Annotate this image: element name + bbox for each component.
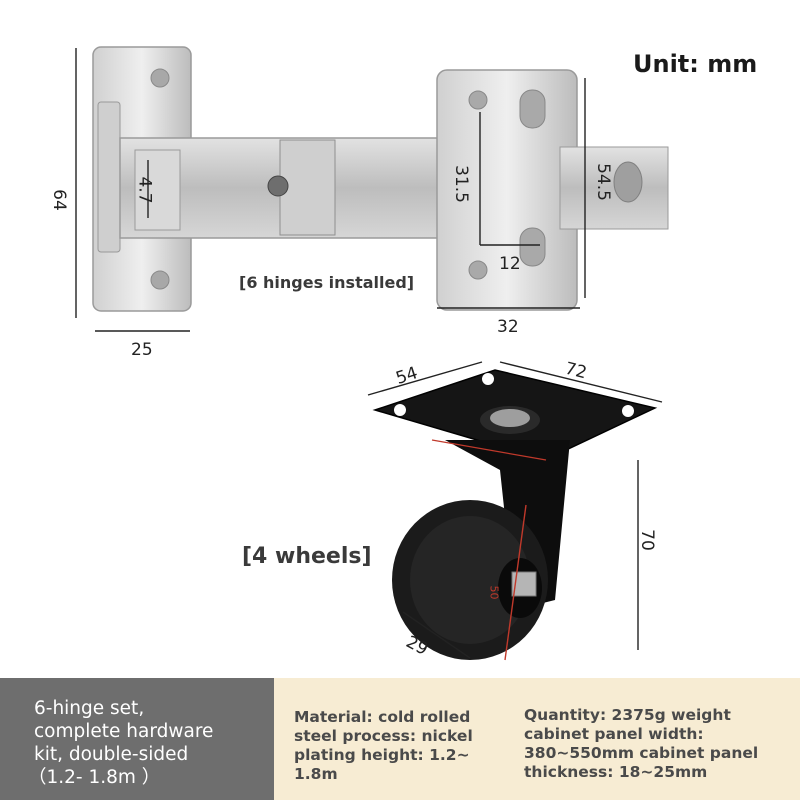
set-sizes: （1.2- 1.8m ） <box>28 767 161 788</box>
quantity-spec-line: thickness: 18~25mm <box>524 763 708 781</box>
hinge-cup-width-dimension: 12 <box>499 254 521 274</box>
hinge-plate-height-dimension: 54.5 <box>592 163 613 201</box>
hinge-plate-width-dimension: 32 <box>497 317 519 337</box>
footer-set-panel: 6-hinge set, complete hardware kit, doub… <box>0 678 274 800</box>
hinge-height-dimension: 64 <box>48 189 69 211</box>
set-description-line: 6-hinge set, <box>34 698 145 719</box>
set-description-line: kit, double-sided <box>34 744 189 765</box>
hinge-cup-height-dimension: 31.5 <box>450 165 471 203</box>
material-spec-line: plating height: 1.2~ <box>294 746 470 764</box>
hinge-caption: [6 hinges installed] <box>239 273 415 292</box>
quantity-spec-line: Quantity: 2375g weight <box>524 706 731 724</box>
material-spec: Material: cold rolled steel process: nic… <box>294 708 499 784</box>
unit-label: Unit: mm <box>633 50 758 78</box>
caster-dimension-lines <box>367 361 663 659</box>
hinge-base-width-dimension: 25 <box>131 340 153 360</box>
hinge-illustration <box>75 46 669 332</box>
caster-height-dimension: 70 <box>636 529 657 551</box>
quantity-spec: Quantity: 2375g weight cabinet panel wid… <box>524 706 794 782</box>
caster-illustration <box>367 361 663 661</box>
hinge-cup-plate <box>436 69 669 311</box>
caster-caption: [4 wheels] <box>242 544 372 569</box>
quantity-spec-line: 380~550mm cabinet panel <box>524 744 759 762</box>
footer-spec-panel: Material: cold rolled steel process: nic… <box>274 678 800 800</box>
caster-wheel-diameter-dimension: 50 <box>487 585 501 600</box>
material-spec-line: steel process: nickel <box>294 727 473 745</box>
material-spec-line: 1.8m <box>294 765 338 783</box>
material-spec-line: Material: cold rolled <box>294 708 471 726</box>
hinge-dimension-lines <box>75 48 586 332</box>
quantity-spec-line: cabinet panel width: <box>524 725 704 743</box>
set-description-line: complete hardware <box>34 721 214 742</box>
hinge-arm-height-dimension: 4.7 <box>134 176 155 204</box>
